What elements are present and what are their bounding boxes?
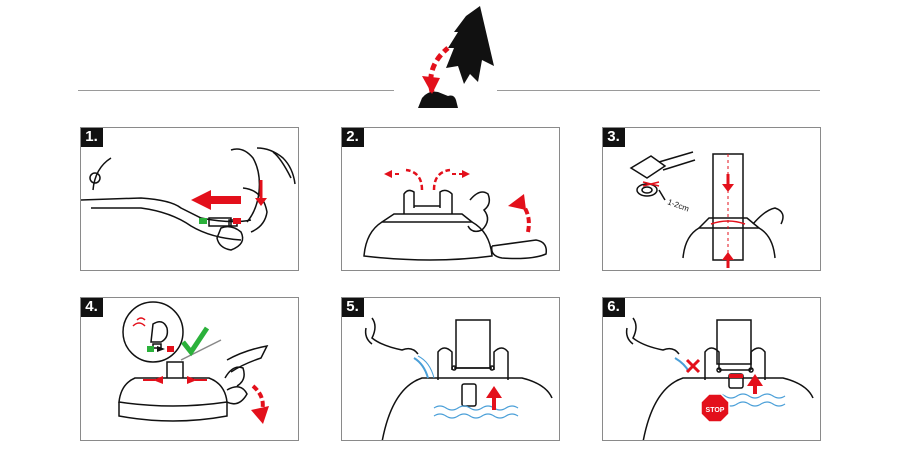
step-6-panel: 6. STOP <box>602 297 821 441</box>
divider-line-left <box>78 90 394 91</box>
cut-length-label: 1-2cm <box>666 197 690 213</box>
step-5-illustration <box>364 317 553 440</box>
step-5-badge: 5. <box>342 298 364 317</box>
step-3-illustration: 1-2cm <box>629 151 784 268</box>
step-4-panel: 4. <box>80 297 299 441</box>
step-6-illustration: STOP <box>625 317 814 440</box>
step-1-badge: 1. <box>81 128 103 147</box>
divider-line-right <box>497 90 820 91</box>
stop-sign-label: STOP <box>706 407 725 414</box>
step-5-panel: 5. <box>341 297 560 441</box>
step-3-badge: 3. <box>603 128 625 147</box>
step-1-illustration <box>81 147 296 251</box>
tree-stand-logo-icon <box>418 6 494 108</box>
step-2-panel: 2. <box>341 127 560 271</box>
step-1-panel: 1. <box>80 127 299 271</box>
step-3-panel: 3. 1-2cm <box>602 127 821 271</box>
step-2-badge: 2. <box>342 128 364 147</box>
step-4-badge: 4. <box>81 298 103 317</box>
step-4-illustration <box>118 301 269 424</box>
step-6-badge: 6. <box>603 298 625 317</box>
step-2-illustration <box>363 168 548 261</box>
